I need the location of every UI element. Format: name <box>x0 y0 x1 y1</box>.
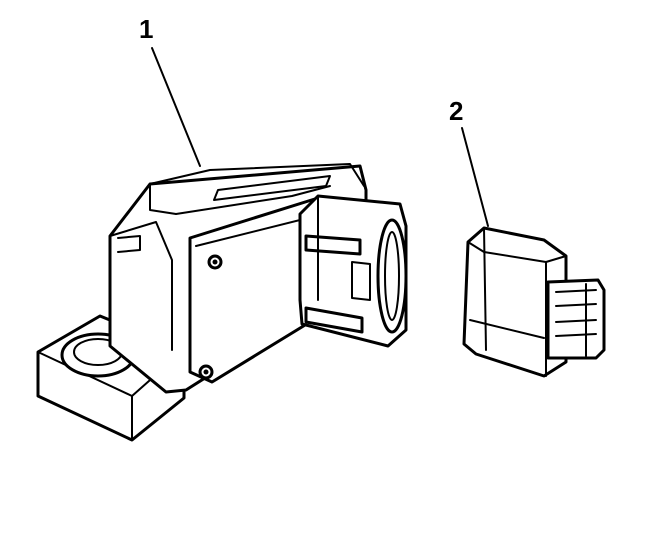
sensor-assembly-icon <box>36 163 408 442</box>
callout-1: 1 <box>139 14 154 44</box>
callout-2: 2 <box>449 96 464 126</box>
leader-line-2 <box>461 127 489 227</box>
electrical-connector-icon <box>462 226 606 378</box>
leader-line-1 <box>151 47 201 167</box>
